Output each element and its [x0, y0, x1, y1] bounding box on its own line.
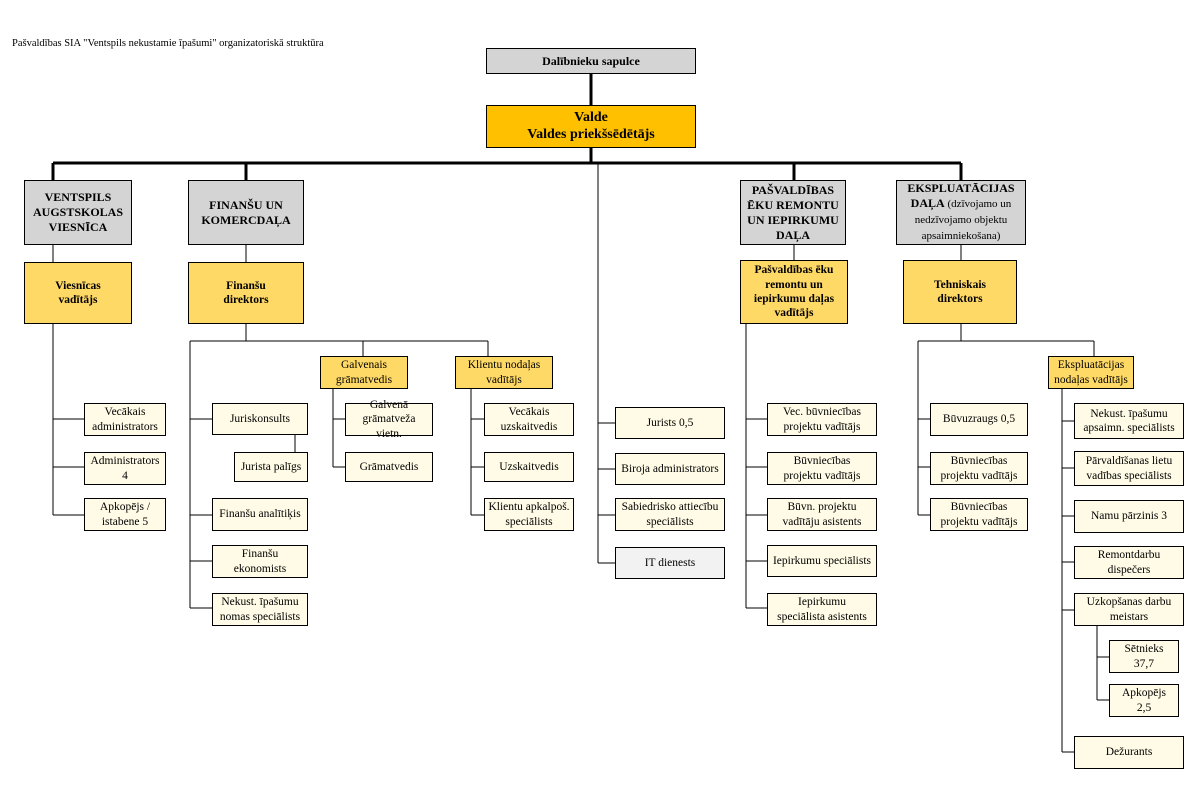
staff-box: Grāmatvedis: [345, 452, 433, 482]
staff-box: Būvniecības projektu vadītājs: [767, 452, 877, 485]
staff-box: Būvniecības projektu vadītājs: [930, 498, 1028, 531]
board-box: Valde Valdes priekšsēdētājs: [486, 105, 696, 148]
staff-box: Finanšu analītiķis: [212, 498, 308, 531]
staff-box: Uzkopšanas darbu meistars: [1074, 593, 1184, 626]
technical-director-box: Tehniskais direktors: [903, 260, 1017, 324]
staff-box: Juriskonsults: [212, 403, 308, 435]
staff-box: Būvniecības projektu vadītājs: [930, 452, 1028, 485]
staff-box: Uzskaitvedis: [484, 452, 574, 482]
it-service-box: IT dienests: [615, 547, 725, 579]
client-dept-head-box: Klientu nodaļas vadītājs: [455, 356, 553, 389]
staff-box: Sētnieks 37,7: [1109, 640, 1179, 673]
dept-hotel-box: VENTSPILS AUGSTSKOLAS VIESNĪCA: [24, 180, 132, 245]
staff-box: Jurists 0,5: [615, 407, 725, 439]
dept-operations-name: EKSPLUATĀCIJAS DAĻA: [907, 181, 1015, 211]
shareholders-meeting-box: Dalībnieku sapulce: [486, 48, 696, 74]
staff-box: Būvn. projektu vadītāju asistents: [767, 498, 877, 531]
operations-dept-head-box: Ekspluatācijas nodaļas vadītājs: [1048, 356, 1134, 389]
staff-box: Remontdarbu dispečers: [1074, 546, 1184, 579]
staff-box: Pārvaldīšanas lietu vadības speciālists: [1074, 451, 1184, 486]
staff-box: Iepirkumu speciālists: [767, 545, 877, 577]
staff-box: Biroja administrators: [615, 453, 725, 485]
finance-director-box: Finanšu direktors: [188, 262, 304, 324]
staff-box: Apkopējs / istabene 5: [84, 498, 166, 531]
dept-repair-box: PAŠVALDĪBAS ĒKU REMONTU UN IEPIRKUMU DAĻ…: [740, 180, 846, 245]
staff-box: Jurista palīgs: [234, 452, 308, 482]
staff-box: Finanšu ekonomists: [212, 545, 308, 578]
dept-operations-box: EKSPLUATĀCIJAS DAĻA (dzīvojamo un nedzīv…: [896, 180, 1026, 245]
staff-box: Nekust. īpašumu nomas speciālists: [212, 593, 308, 626]
staff-box: Klientu apkalpoš. speciālists: [484, 498, 574, 531]
staff-box: Galvenā grāmatveža vietn.: [345, 399, 433, 440]
staff-box: Vecākais uzskaitvedis: [484, 403, 574, 436]
hotel-manager-box: Viesnīcas vadītājs: [24, 262, 132, 324]
staff-box: Vecākais administrators: [84, 403, 166, 436]
repair-head-box: Pašvaldības ēku remontu un iepirkumu daļ…: [740, 260, 848, 324]
staff-box: Vec. būvniecības projektu vadītājs: [767, 403, 877, 436]
dept-finance-box: FINANŠU UN KOMERCDAĻA: [188, 180, 304, 245]
staff-box: Apkopējs 2,5: [1109, 684, 1179, 717]
staff-box: Nekust. īpašumu apsaimn. speciālists: [1074, 403, 1184, 439]
staff-box: Administrators 4: [84, 452, 166, 485]
staff-box: Būvuzraugs 0,5: [930, 403, 1028, 436]
chart-title: Pašvaldības SIA "Ventspils nekustamie īp…: [12, 38, 324, 49]
staff-box: Namu pārzinis 3: [1074, 500, 1184, 533]
staff-box: Iepirkumu speciālista asistents: [767, 593, 877, 626]
staff-box: Dežurants: [1074, 736, 1184, 769]
staff-box: Sabiedrisko attiecību speciālists: [615, 498, 725, 531]
chief-accountant-box: Galvenais grāmatvedis: [320, 356, 408, 389]
dept-operations-description: (dzīvojamo un nedzīvojamo objektu apsaim…: [914, 198, 1012, 242]
